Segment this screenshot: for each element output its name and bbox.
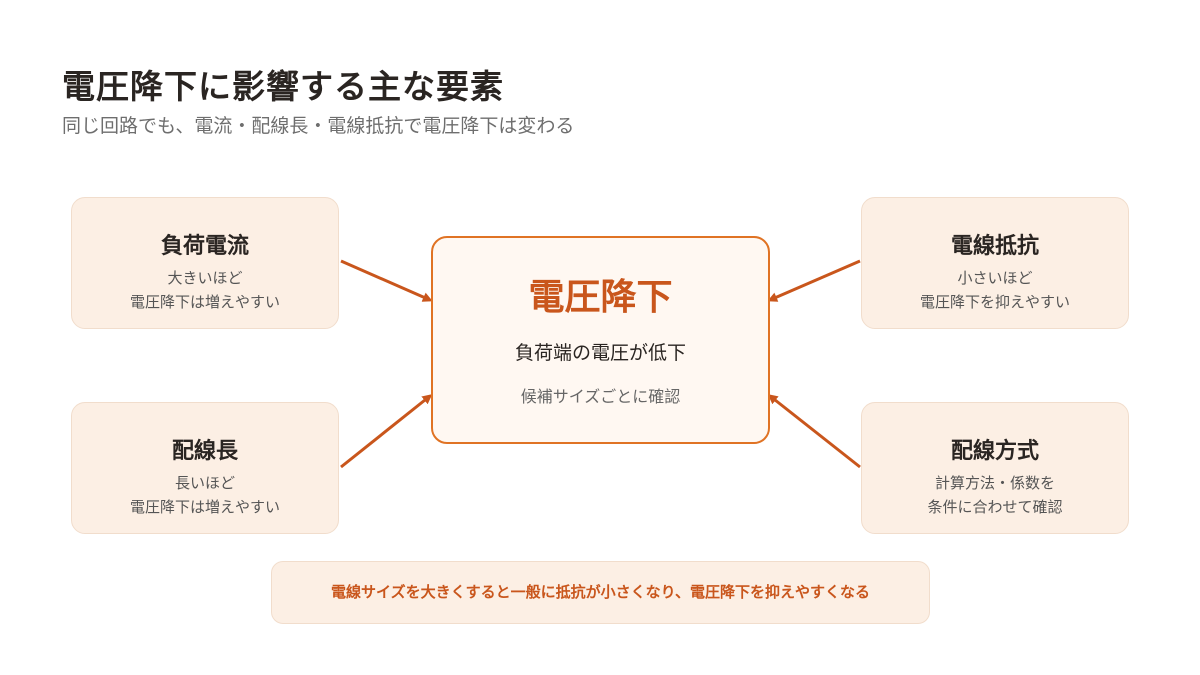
page-title: 電圧降下に影響する主な要素 (62, 67, 504, 106)
factor-desc-line2: 電圧降下を抑えやすい (919, 293, 1070, 311)
arrow-wiring-to-center (767, 394, 861, 469)
footer-note: 電線サイズを大きくすると一般に抵抗が小さくなり、電圧降下を抑えやすくなる (271, 561, 930, 624)
factor-desc-line1: 計算方法・係数を (934, 474, 1055, 492)
factor-desc-line2: 電圧降下は増えやすい (129, 498, 280, 516)
page-subtitle: 同じ回路でも、電流・配線長・電線抵抗で電圧降下は変わる (62, 115, 575, 137)
factor-desc-line2: 電圧降下は増えやすい (129, 293, 280, 311)
factor-title: 電線抵抗 (950, 234, 1039, 259)
arrow-length-to-center (340, 394, 433, 469)
factor-wire-resistance: 電線抵抗 小さいほど 電圧降下を抑えやすい (861, 197, 1129, 329)
factor-title: 負荷電流 (160, 234, 249, 259)
factor-desc-line1: 小さいほど (957, 269, 1033, 287)
factor-load-current: 負荷電流 大きいほど 電圧降下は増えやすい (71, 197, 339, 329)
arrow-current-to-center (340, 259, 433, 302)
factor-desc-line1: 長いほど (174, 474, 235, 492)
factor-title: 配線長 (171, 439, 238, 464)
center-title: 電圧降下 (528, 277, 673, 318)
center-subtitle: 負荷端の電圧が低下 (514, 342, 686, 364)
factor-title: 配線方式 (950, 439, 1039, 464)
center-note: 候補サイズごとに確認 (520, 387, 681, 406)
factor-wiring-length: 配線長 長いほど 電圧降下は増えやすい (71, 402, 339, 534)
factor-wiring-method: 配線方式 計算方法・係数を 条件に合わせて確認 (861, 402, 1129, 534)
factor-desc-line1: 大きいほど (167, 269, 243, 287)
center-voltage-drop-box: 電圧降下 負荷端の電圧が低下 候補サイズごとに確認 (431, 236, 770, 444)
arrow-resistance-to-center (767, 259, 861, 302)
factor-desc-line2: 条件に合わせて確認 (927, 498, 1063, 516)
